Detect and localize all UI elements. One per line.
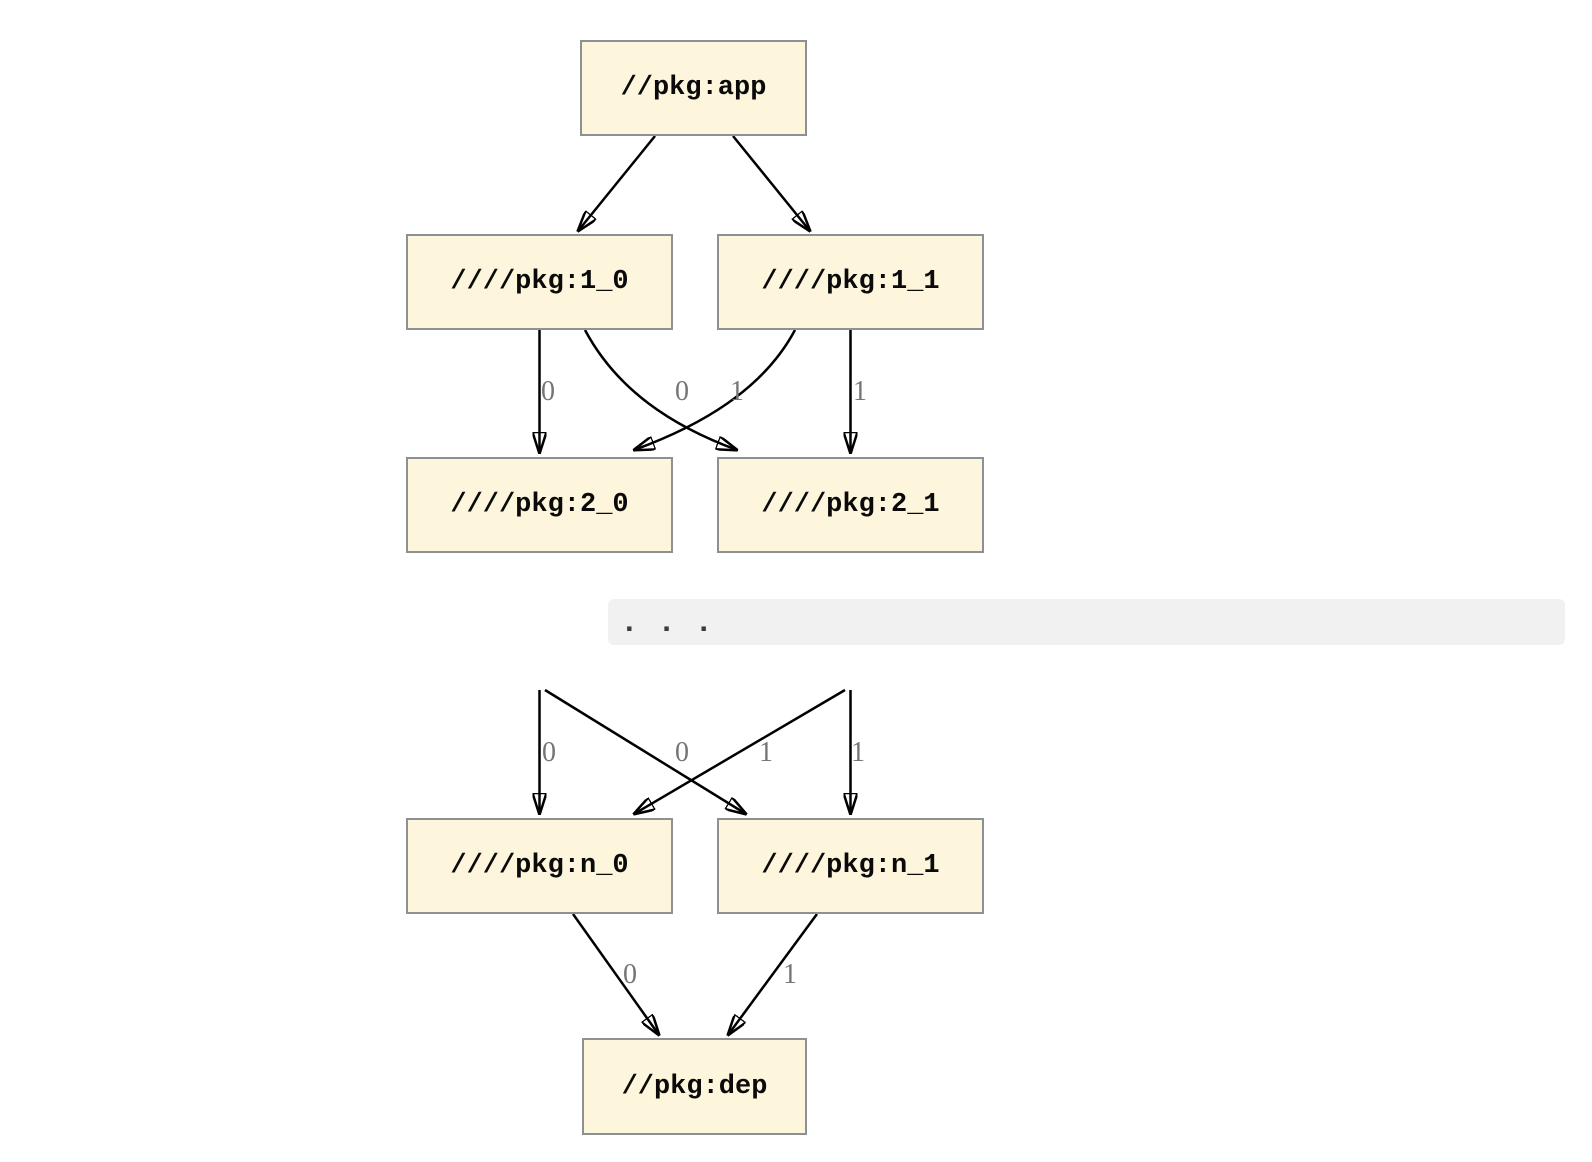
edge-ellipsis-to-n_0-cross xyxy=(634,688,846,814)
edge-n_1-to-dep xyxy=(728,913,819,1035)
edge-n_0-to-dep xyxy=(571,913,659,1035)
node-2_0: ////pkg:2_0 xyxy=(406,457,673,553)
ellipsis-dots: . . . xyxy=(620,606,714,641)
edge-label-n_0-dep: 0 xyxy=(623,959,637,990)
edge-1_1-to-2_0 xyxy=(634,329,797,450)
edge-label-ellipsis-n_0-direct: 0 xyxy=(542,737,556,768)
edge-ellipsis-to-n_1-cross xyxy=(544,688,746,814)
edge-label-1_0-2_1: 1 xyxy=(730,376,744,407)
ellipsis-band: . . . xyxy=(608,599,1565,645)
edge-label-ellipsis-n_1-cross: 1 xyxy=(759,737,773,768)
edge-label-ellipsis-n_1-direct: 1 xyxy=(851,737,865,768)
node-1_1: ////pkg:1_1 xyxy=(717,234,984,330)
edge-label-1_1-2_1: 1 xyxy=(853,376,867,407)
edge-label-ellipsis-n_0-cross: 0 xyxy=(675,737,689,768)
edge-app-to-1_1 xyxy=(732,135,810,231)
edge-label-1_0-2_0: 0 xyxy=(541,376,555,407)
node-app: //pkg:app xyxy=(580,40,807,136)
node-n_0: ////pkg:n_0 xyxy=(406,818,673,914)
node-dep: //pkg:dep xyxy=(582,1038,807,1135)
edge-app-to-1_0 xyxy=(578,135,656,231)
node-2_1: ////pkg:2_1 xyxy=(717,457,984,553)
edge-label-n_1-dep: 1 xyxy=(783,959,797,990)
node-1_0: ////pkg:1_0 xyxy=(406,234,673,330)
node-n_1: ////pkg:n_1 xyxy=(717,818,984,914)
edge-1_0-to-2_1 xyxy=(583,329,737,450)
edge-label-1_1-2_0: 0 xyxy=(675,376,689,407)
